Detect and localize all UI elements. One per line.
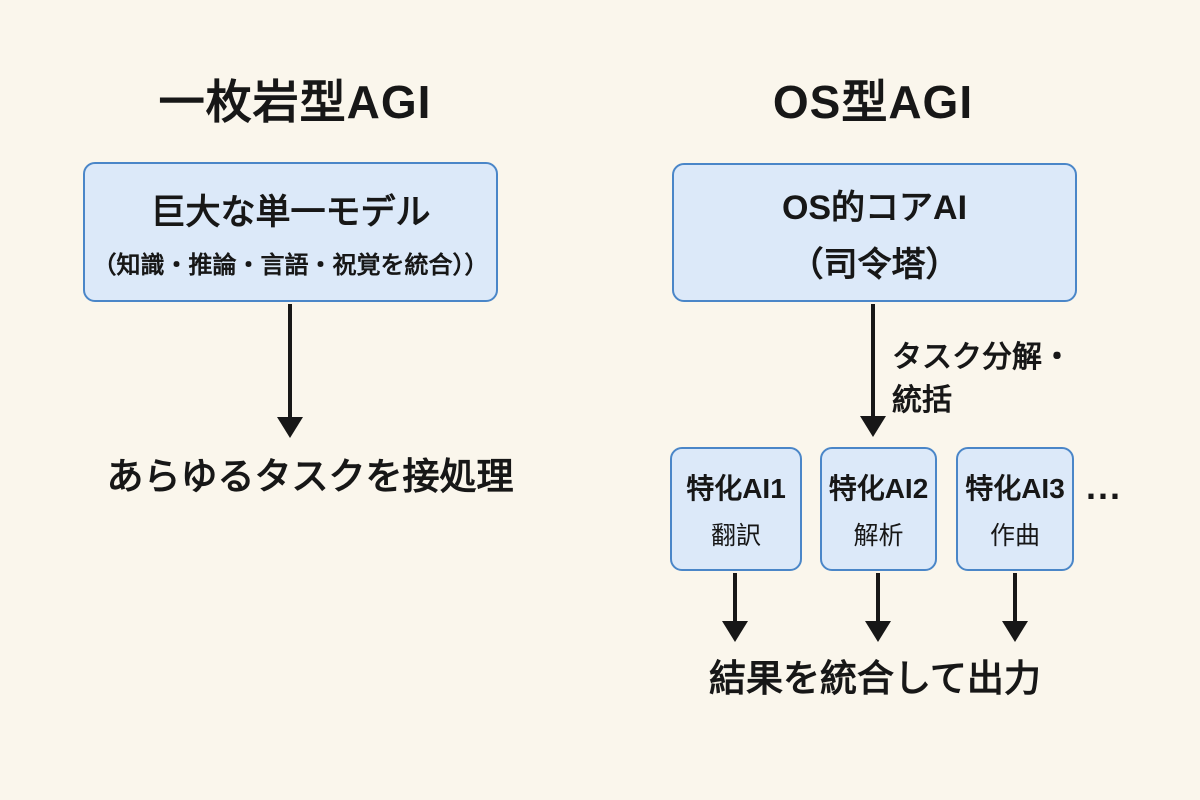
specialized-ai-3-role: 作曲 xyxy=(989,521,1040,550)
agent-2-output-arrow-stem xyxy=(876,573,880,621)
agent-1-output-arrow-stem xyxy=(733,573,737,621)
os-core-ai-box: OS的コアAI （司令塔） xyxy=(672,163,1077,302)
task-dispatch-arrow-stem xyxy=(871,304,875,416)
more-agents-ellipsis: ... xyxy=(1086,466,1123,507)
specialized-ai-3-box: 特化AI3 作曲 xyxy=(956,447,1074,571)
task-dispatch-label-line1: タスク分解・ xyxy=(892,341,1072,374)
task-dispatch-label: タスク分解・ 統括 xyxy=(892,336,1072,422)
specialized-ai-2-role: 解析 xyxy=(853,521,904,550)
os-core-ai-sublabel: （司令塔） xyxy=(789,245,960,284)
left-flow-arrowhead-icon xyxy=(277,417,303,438)
specialized-ai-3-name: 特化AI3 xyxy=(965,472,1065,504)
specialized-ai-2-name: 特化AI2 xyxy=(828,472,929,504)
left-result-text: あらゆるタスクを接処理 xyxy=(106,456,514,497)
agent-1-output-arrowhead-icon xyxy=(722,621,748,642)
left-column-title: 一枚岩型AGI xyxy=(158,76,432,128)
monolithic-model-box: 巨大な単一モデル （知識・推論・言語・祝覚を統合）） xyxy=(83,162,498,302)
specialized-ai-1-box: 特化AI1 翻訳 xyxy=(670,447,802,571)
specialized-ai-1-name: 特化AI1 xyxy=(686,472,786,504)
task-dispatch-arrowhead-icon xyxy=(860,416,886,437)
monolithic-model-sublabel: （知識・推論・言語・祝覚を統合）） xyxy=(92,252,489,279)
monolithic-model-label: 巨大な単一モデル xyxy=(150,193,431,232)
specialized-ai-2-box: 特化AI2 解析 xyxy=(820,447,937,571)
right-result-text: 結果を統合して出力 xyxy=(709,658,1041,699)
os-core-ai-label: OS的コアAI xyxy=(781,188,968,227)
agent-2-output-arrowhead-icon xyxy=(865,621,891,642)
agent-3-output-arrow-stem xyxy=(1013,573,1017,621)
agent-3-output-arrowhead-icon xyxy=(1002,621,1028,642)
left-flow-arrow-stem xyxy=(288,304,292,417)
task-dispatch-label-line2: 統括 xyxy=(892,384,952,417)
specialized-ai-1-role: 翻訳 xyxy=(710,521,761,550)
right-column-title: OS型AGI xyxy=(772,76,974,128)
